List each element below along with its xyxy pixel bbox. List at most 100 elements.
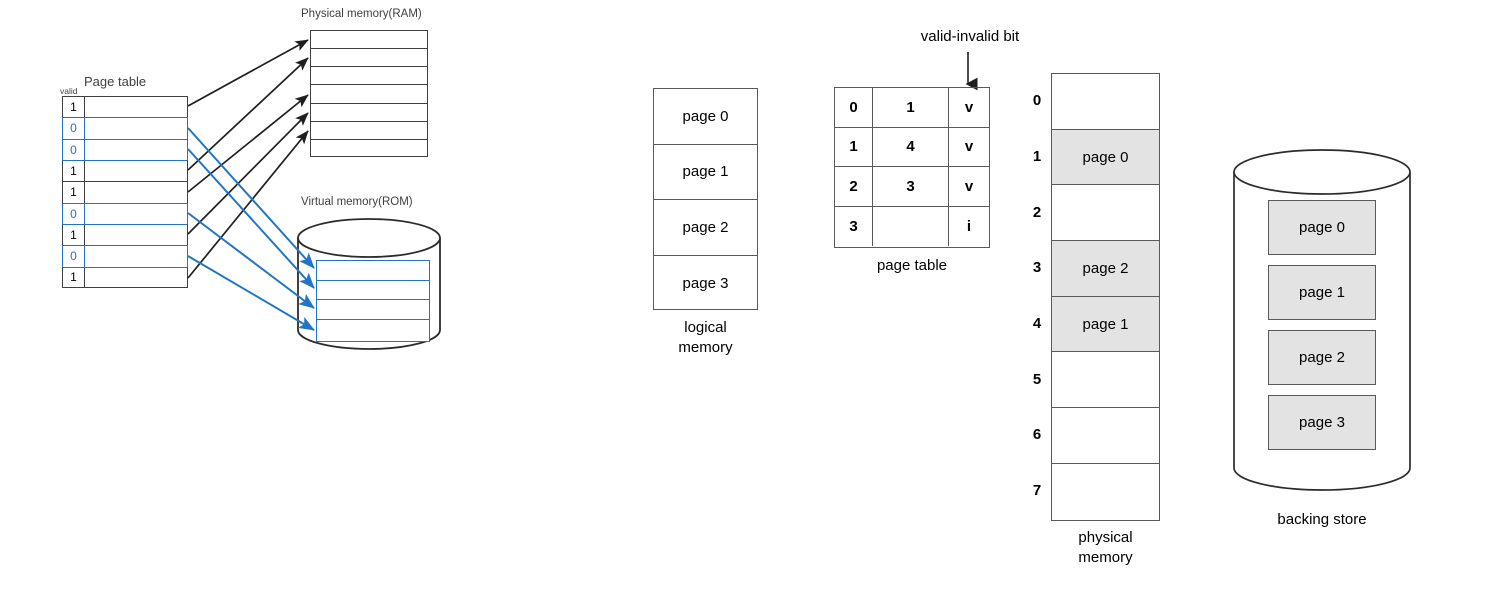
physical-memory-frame-index: 2 <box>1032 203 1042 221</box>
left-page-table-valid-bit: 1 <box>63 97 85 118</box>
left-page-table-row: 0 <box>62 202 188 224</box>
physical-memory-frame-index: 0 <box>1032 92 1042 110</box>
left-page-table-valid-bit: 1 <box>63 182 85 203</box>
logical-memory-cell: page 3 <box>682 274 729 292</box>
left-page-table-frame-cell <box>85 182 187 202</box>
valid-invalid-cell: i <box>966 217 972 235</box>
left-page-table-frame-cell <box>85 268 187 287</box>
page-number-cell: 2 <box>835 167 873 206</box>
physical-memory-frame <box>1052 408 1159 464</box>
physical-memory-frame <box>1052 74 1159 130</box>
left-page-table-valid-bit: 1 <box>63 267 85 287</box>
page-number-cell: 1 <box>835 127 873 166</box>
physical-memory-index-column: 0 1 2 3 4 5 6 7 <box>1026 73 1048 521</box>
rom-cylinder-shape <box>297 218 441 350</box>
left-page-table-valid-bit: 0 <box>63 139 85 160</box>
page-number-cell: 3 <box>835 206 873 246</box>
ram-row <box>311 104 427 122</box>
logical-memory-cell: page 0 <box>654 89 757 145</box>
valid-invalid-cell: v <box>964 98 974 116</box>
left-page-table-row: 1 <box>62 181 188 203</box>
physical-memory-frame-index: 5 <box>1032 370 1042 388</box>
rom-row <box>317 300 429 320</box>
physical-memory-frame: page 0 <box>1052 129 1159 186</box>
backing-store-label: backing store <box>1277 511 1367 528</box>
ram-row <box>311 122 427 140</box>
ram-row <box>311 49 427 68</box>
left-page-table-row: 0 <box>62 117 188 139</box>
left-page-table-frame-cell <box>85 246 187 266</box>
frame-number-cell: 3 <box>873 167 949 206</box>
physical-memory-frame-index: 6 <box>1032 426 1042 444</box>
valid-invalid-cell: v <box>964 138 974 156</box>
physical-memory-frame-index: 3 <box>1032 259 1042 277</box>
physical-memory-frame <box>1052 185 1159 242</box>
left-page-table-row: 0 <box>62 138 188 160</box>
physical-memory-frame-index: 1 <box>1032 148 1042 166</box>
frame-number-cell <box>873 206 949 246</box>
left-page-table-frame-cell <box>85 161 187 181</box>
backing-store-page: page 1 <box>1268 265 1376 320</box>
backing-store-page-list: page 0 page 1 page 2 page 3 <box>1268 200 1376 456</box>
logical-memory-cell: page 2 <box>654 200 757 256</box>
left-page-table-valid-bit: 0 <box>63 203 85 224</box>
backing-store-page: page 3 <box>1268 395 1376 450</box>
left-page-table-frame-cell <box>85 140 187 160</box>
left-page-table-row: 0 <box>62 245 188 267</box>
left-page-table-valid-bit: 1 <box>63 160 85 182</box>
backing-store-page: page 0 <box>1268 200 1376 255</box>
frame-number-cell: 4 <box>873 127 949 166</box>
valid-column-label: valid <box>60 86 78 96</box>
page-number-cell: 0 <box>835 88 873 127</box>
physical-memory-frame-index: 4 <box>1032 315 1042 333</box>
physical-memory-frame-index: 7 <box>1032 482 1042 500</box>
physical-memory-label-line2: memory <box>1078 549 1133 567</box>
logical-memory-label: logical memory <box>653 318 758 359</box>
valid-invalid-bit-annotation: valid-invalid bit <box>920 28 1020 45</box>
ram-row <box>311 31 427 50</box>
physical-memory-frame: page 1 <box>1052 296 1159 353</box>
backing-store-page: page 2 <box>1268 330 1376 385</box>
frame-number-cell: 1 <box>873 88 949 127</box>
left-page-table-title: Page table <box>84 74 147 89</box>
left-page-table-frame-cell <box>85 204 187 224</box>
right-page-table-label: page table <box>876 257 948 274</box>
left-page-table-frame-cell <box>85 118 187 138</box>
physical-memory-frame <box>1052 463 1159 520</box>
rom-row <box>317 281 429 300</box>
backing-store-cylinder-shape <box>1233 149 1411 491</box>
valid-invalid-cell: v <box>964 177 974 195</box>
left-page-table-row: 1 <box>62 223 188 246</box>
rom-row <box>317 320 429 340</box>
rom-row-block <box>316 260 430 342</box>
left-page-table-valid-bit: 0 <box>63 118 85 139</box>
logical-memory-label-line2: memory <box>678 339 733 357</box>
left-page-table-valid-bit: 0 <box>63 246 85 267</box>
physical-memory-frame <box>1052 352 1159 409</box>
physical-memory-frame: page 2 <box>1052 241 1159 297</box>
ram-row <box>311 85 427 104</box>
ram-row <box>311 140 427 158</box>
left-page-table-frame-cell <box>85 97 187 117</box>
logical-memory-label-line1: logical <box>684 319 727 336</box>
physical-memory-ram-title: Physical memory(RAM) <box>301 8 422 20</box>
physical-memory-label-line1: physical <box>1078 529 1133 546</box>
physical-memory-label: physical memory <box>1051 528 1160 569</box>
logical-memory-cell: page 1 <box>654 145 757 200</box>
virtual-memory-rom-title: Virtual memory(ROM) <box>301 196 413 208</box>
left-page-table-frame-cell <box>85 225 187 245</box>
rom-row <box>317 261 429 281</box>
left-page-table-valid-bit: 1 <box>63 224 85 246</box>
ram-block <box>310 30 428 157</box>
left-page-table-row: 1 <box>62 96 188 118</box>
ram-row <box>311 67 427 86</box>
